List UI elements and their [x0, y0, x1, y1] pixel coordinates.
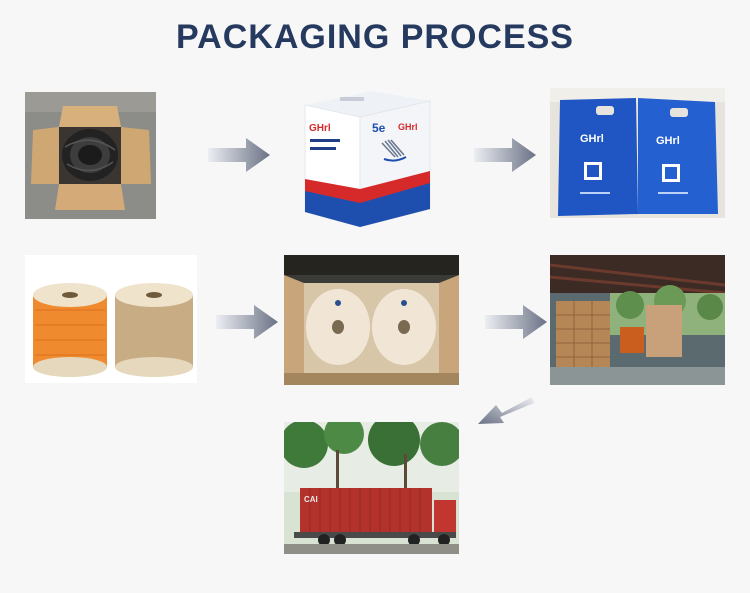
arrow-right-4: [485, 305, 547, 339]
arrow-right-1: [208, 138, 270, 172]
arrow-down-left: [474, 393, 536, 427]
brand-logo-text-4: GHrl: [656, 135, 680, 147]
photo-container-truck: CAI: [284, 422, 459, 554]
brand-logo-text-3: GHrl: [580, 133, 604, 145]
photo-carton-coil: [25, 92, 156, 219]
photo-reels-in-carton: [284, 255, 459, 385]
arrow-right-3: [216, 305, 278, 339]
photo-printed-box: GHrl 5e GHrl: [300, 87, 435, 230]
brand-logo-text-1: GHrl: [309, 123, 331, 134]
page-title: PACKAGING PROCESS: [176, 18, 574, 56]
photo-blue-bags: GHrl GHrl: [550, 88, 725, 218]
arrow-right-2: [474, 138, 536, 172]
category-logo-text: 5e: [372, 121, 386, 135]
photo-cable-reels: [25, 255, 197, 383]
brand-logo-text-2: GHrl: [398, 122, 418, 132]
photo-warehouse: [550, 255, 725, 385]
svg-text:CAI: CAI: [304, 495, 318, 504]
